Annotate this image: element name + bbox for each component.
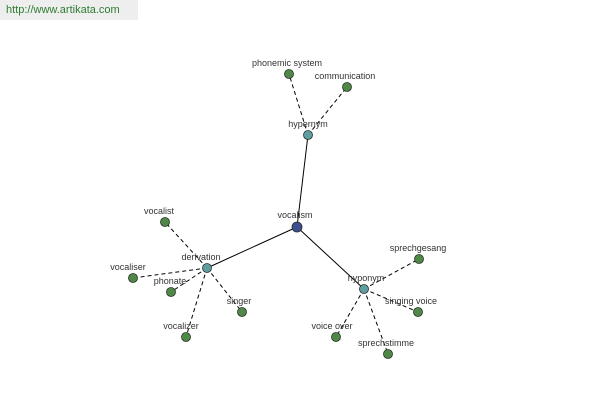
node-leaf-vocaliser[interactable] xyxy=(128,273,138,283)
label-leaf-phonate[interactable]: phonate xyxy=(154,276,187,286)
edge-root-to-rel-hyponym xyxy=(296,226,365,290)
edge-rel-hyponym-to-leaf-voice-over xyxy=(335,288,365,338)
label-leaf-vocaliser[interactable]: vocaliser xyxy=(110,262,146,272)
node-leaf-sprechgesang[interactable] xyxy=(414,254,424,264)
label-root-vocalism[interactable]: vocalism xyxy=(277,210,312,220)
nodes-layer xyxy=(128,69,424,359)
node-leaf-vocalizer[interactable] xyxy=(181,332,191,342)
source-url-link[interactable]: http://www.artikata.com xyxy=(6,4,120,16)
edge-rel-derivation-to-leaf-vocalizer xyxy=(185,267,208,338)
edge-rel-derivation-to-leaf-vocaliser xyxy=(132,267,208,279)
labels-layer: vocalism hypernym derivation hyponym phonemi… xyxy=(110,58,446,348)
label-leaf-singer[interactable]: singer xyxy=(227,296,252,306)
node-leaf-voice-over[interactable] xyxy=(331,332,341,342)
edge-root-to-rel-hypernym xyxy=(296,134,309,228)
node-rel-derivation[interactable] xyxy=(202,263,212,273)
label-leaf-vocalizer[interactable]: vocalizer xyxy=(163,321,199,331)
edge-rel-hyponym-to-leaf-singing-voice xyxy=(363,288,419,313)
node-leaf-vocalist[interactable] xyxy=(160,217,170,227)
edge-rel-derivation-to-leaf-vocalist xyxy=(164,221,208,269)
label-rel-hypernym[interactable]: hypernym xyxy=(288,119,328,129)
edge-rel-hyponym-to-leaf-sprechgesang xyxy=(363,258,420,290)
label-rel-hyponym[interactable]: hyponym xyxy=(348,273,385,283)
node-root-vocalism[interactable] xyxy=(291,221,303,233)
edge-root-to-rel-derivation xyxy=(206,226,298,269)
node-leaf-singer[interactable] xyxy=(237,307,247,317)
edge-rel-derivation-to-leaf-singer xyxy=(206,267,243,313)
label-rel-derivation[interactable]: derivation xyxy=(181,252,220,262)
label-leaf-vocalist[interactable]: vocalist xyxy=(144,206,175,216)
edges-layer xyxy=(132,73,420,355)
node-leaf-communication[interactable] xyxy=(342,82,352,92)
edge-rel-derivation-to-leaf-phonate xyxy=(170,267,208,293)
label-leaf-sprechgesang[interactable]: sprechgesang xyxy=(390,243,447,253)
edge-rel-hypernym-to-leaf-communication xyxy=(307,86,348,136)
edge-rel-hypernym-to-leaf-phonemic-system xyxy=(288,73,309,136)
edge-rel-hyponym-to-leaf-sprechstimme xyxy=(363,288,389,355)
node-leaf-phonate[interactable] xyxy=(166,287,176,297)
node-leaf-phonemic-system[interactable] xyxy=(284,69,294,79)
label-leaf-phonemic-system[interactable]: phonemic system xyxy=(252,58,322,68)
source-url-bar: http://www.artikata.com xyxy=(0,0,138,20)
node-rel-hyponym[interactable] xyxy=(359,284,369,294)
label-leaf-singing-voice[interactable]: singing voice xyxy=(385,296,437,306)
node-rel-hypernym[interactable] xyxy=(303,130,313,140)
node-leaf-sprechstimme[interactable] xyxy=(383,349,393,359)
label-leaf-voice-over[interactable]: voice over xyxy=(311,321,352,331)
label-leaf-communication[interactable]: communication xyxy=(315,71,376,81)
node-leaf-singing-voice[interactable] xyxy=(413,307,423,317)
label-leaf-sprechstimme[interactable]: sprechstimme xyxy=(358,338,414,348)
